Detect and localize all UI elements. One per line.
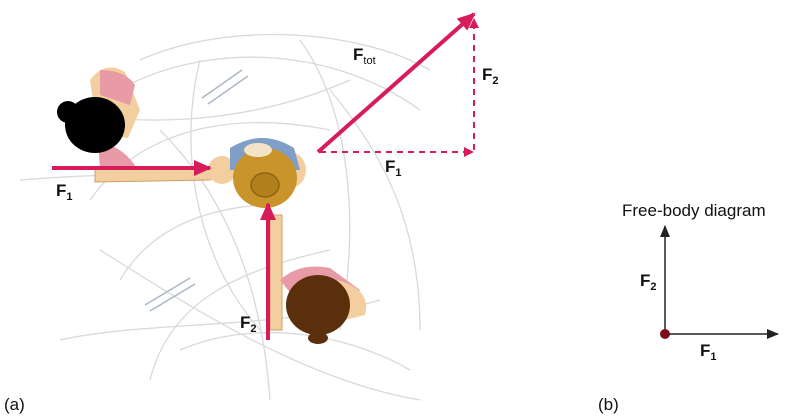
ice-texture-lines <box>19 33 431 401</box>
label-f2-right: F2 <box>482 65 499 87</box>
fbd-label-f2: F2 <box>640 271 657 293</box>
fbd-point-object <box>660 329 670 339</box>
fbd-label-f1: F1 <box>700 341 717 363</box>
person-left-pusher <box>57 67 217 183</box>
label-f1-bottom: F1 <box>385 157 402 179</box>
free-body-diagram-title: Free-body diagram <box>622 201 766 220</box>
label-f2-bottom: F2 <box>240 313 257 335</box>
panel-label-a: (a) <box>4 395 25 414</box>
skate-marks <box>144 69 249 312</box>
label-ftot: Ftot <box>353 45 376 67</box>
force-arrow-ftot <box>316 12 476 154</box>
person-bottom-pusher <box>269 214 367 344</box>
person-center-pushed <box>208 138 306 208</box>
panel-label-b: (b) <box>598 395 619 414</box>
label-f1-left: F1 <box>56 181 73 203</box>
